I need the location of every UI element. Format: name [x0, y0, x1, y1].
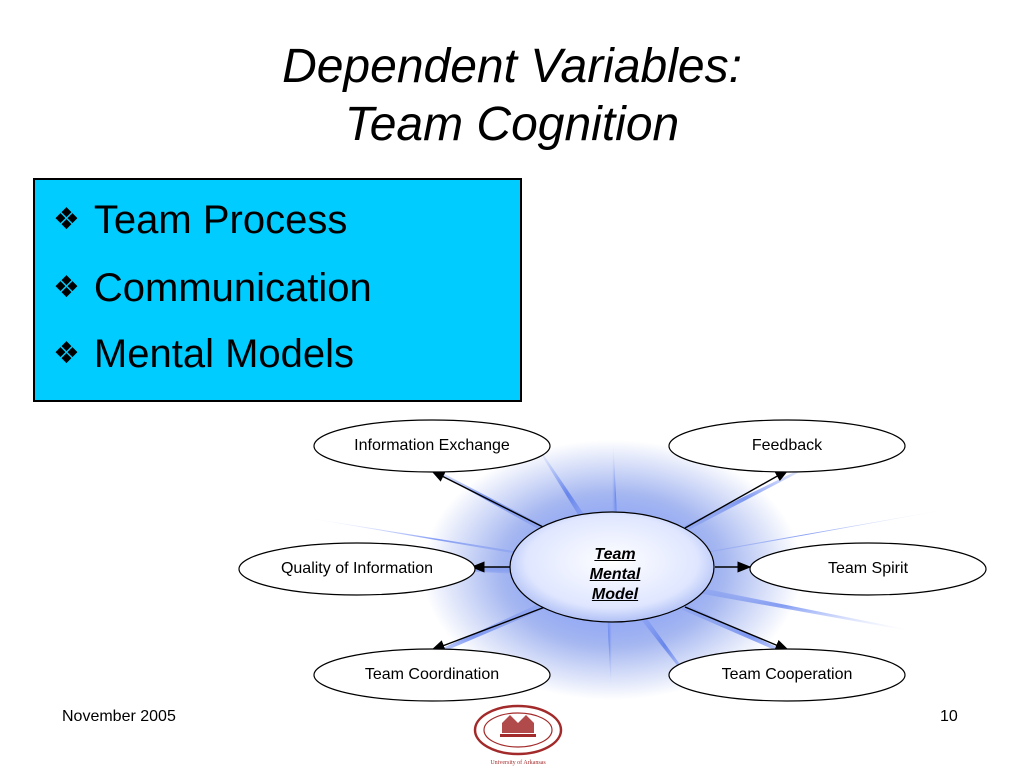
diamond-bullet-icon: ❖: [53, 270, 80, 305]
arrow-to-team-coordination: [430, 606, 546, 651]
center-node-ellipse: [509, 511, 715, 623]
bullet-item: ❖ Mental Models: [53, 331, 354, 377]
title-line-2: Team Cognition: [344, 98, 680, 151]
logo-caption: University of Arkansas: [490, 759, 546, 766]
outer-node-ellipses: [238, 419, 987, 702]
node-ellipse-quality-of-information: [238, 542, 476, 596]
page-number: 10: [940, 708, 958, 725]
title-line-1: Dependent Variables:: [282, 40, 742, 93]
bullet-text: Mental Models: [93, 332, 355, 376]
diamond-bullet-icon: ❖: [53, 336, 80, 371]
arrow-to-team-cooperation: [684, 606, 790, 651]
node-ellipse-team-coordination: [313, 648, 551, 702]
university-seal-icon: University of Arkansas: [473, 704, 563, 766]
center-label-line-2: Mental: [589, 566, 641, 583]
center-label-line-1: Team: [594, 546, 636, 563]
node-quality-of-information: Quality of Information: [280, 560, 434, 577]
node-team-coordination: Team Coordination: [364, 666, 500, 683]
arrow-to-feedback: [684, 469, 790, 529]
bullet-text: Team Process: [93, 198, 348, 242]
arrow-to-information-exchange: [430, 470, 546, 529]
bullet-box: ❖ Team Process ❖ Communication ❖ Mental …: [33, 178, 522, 402]
node-ellipse-team-cooperation: [668, 648, 906, 702]
bullet-item: ❖ Communication: [53, 265, 372, 311]
node-team-cooperation: Team Cooperation: [721, 666, 853, 683]
node-information-exchange: Information Exchange: [354, 437, 510, 454]
node-team-spirit: Team Spirit: [827, 560, 909, 577]
node-ellipse-team-spirit: [749, 542, 987, 596]
slide-title: Dependent Variables: Team Cognition: [0, 38, 1024, 154]
node-ellipse-feedback: [668, 419, 906, 473]
footer-date: November 2005: [62, 708, 176, 725]
connector-arrows: [430, 469, 790, 651]
center-label-line-3: Model: [591, 586, 639, 603]
bullet-item: ❖ Team Process: [53, 197, 347, 243]
bullet-text: Communication: [93, 266, 372, 310]
center-node-label: Team Mental Model: [555, 545, 675, 605]
node-ellipse-information-exchange: [313, 419, 551, 473]
node-feedback: Feedback: [751, 437, 823, 454]
diamond-bullet-icon: ❖: [53, 202, 80, 237]
